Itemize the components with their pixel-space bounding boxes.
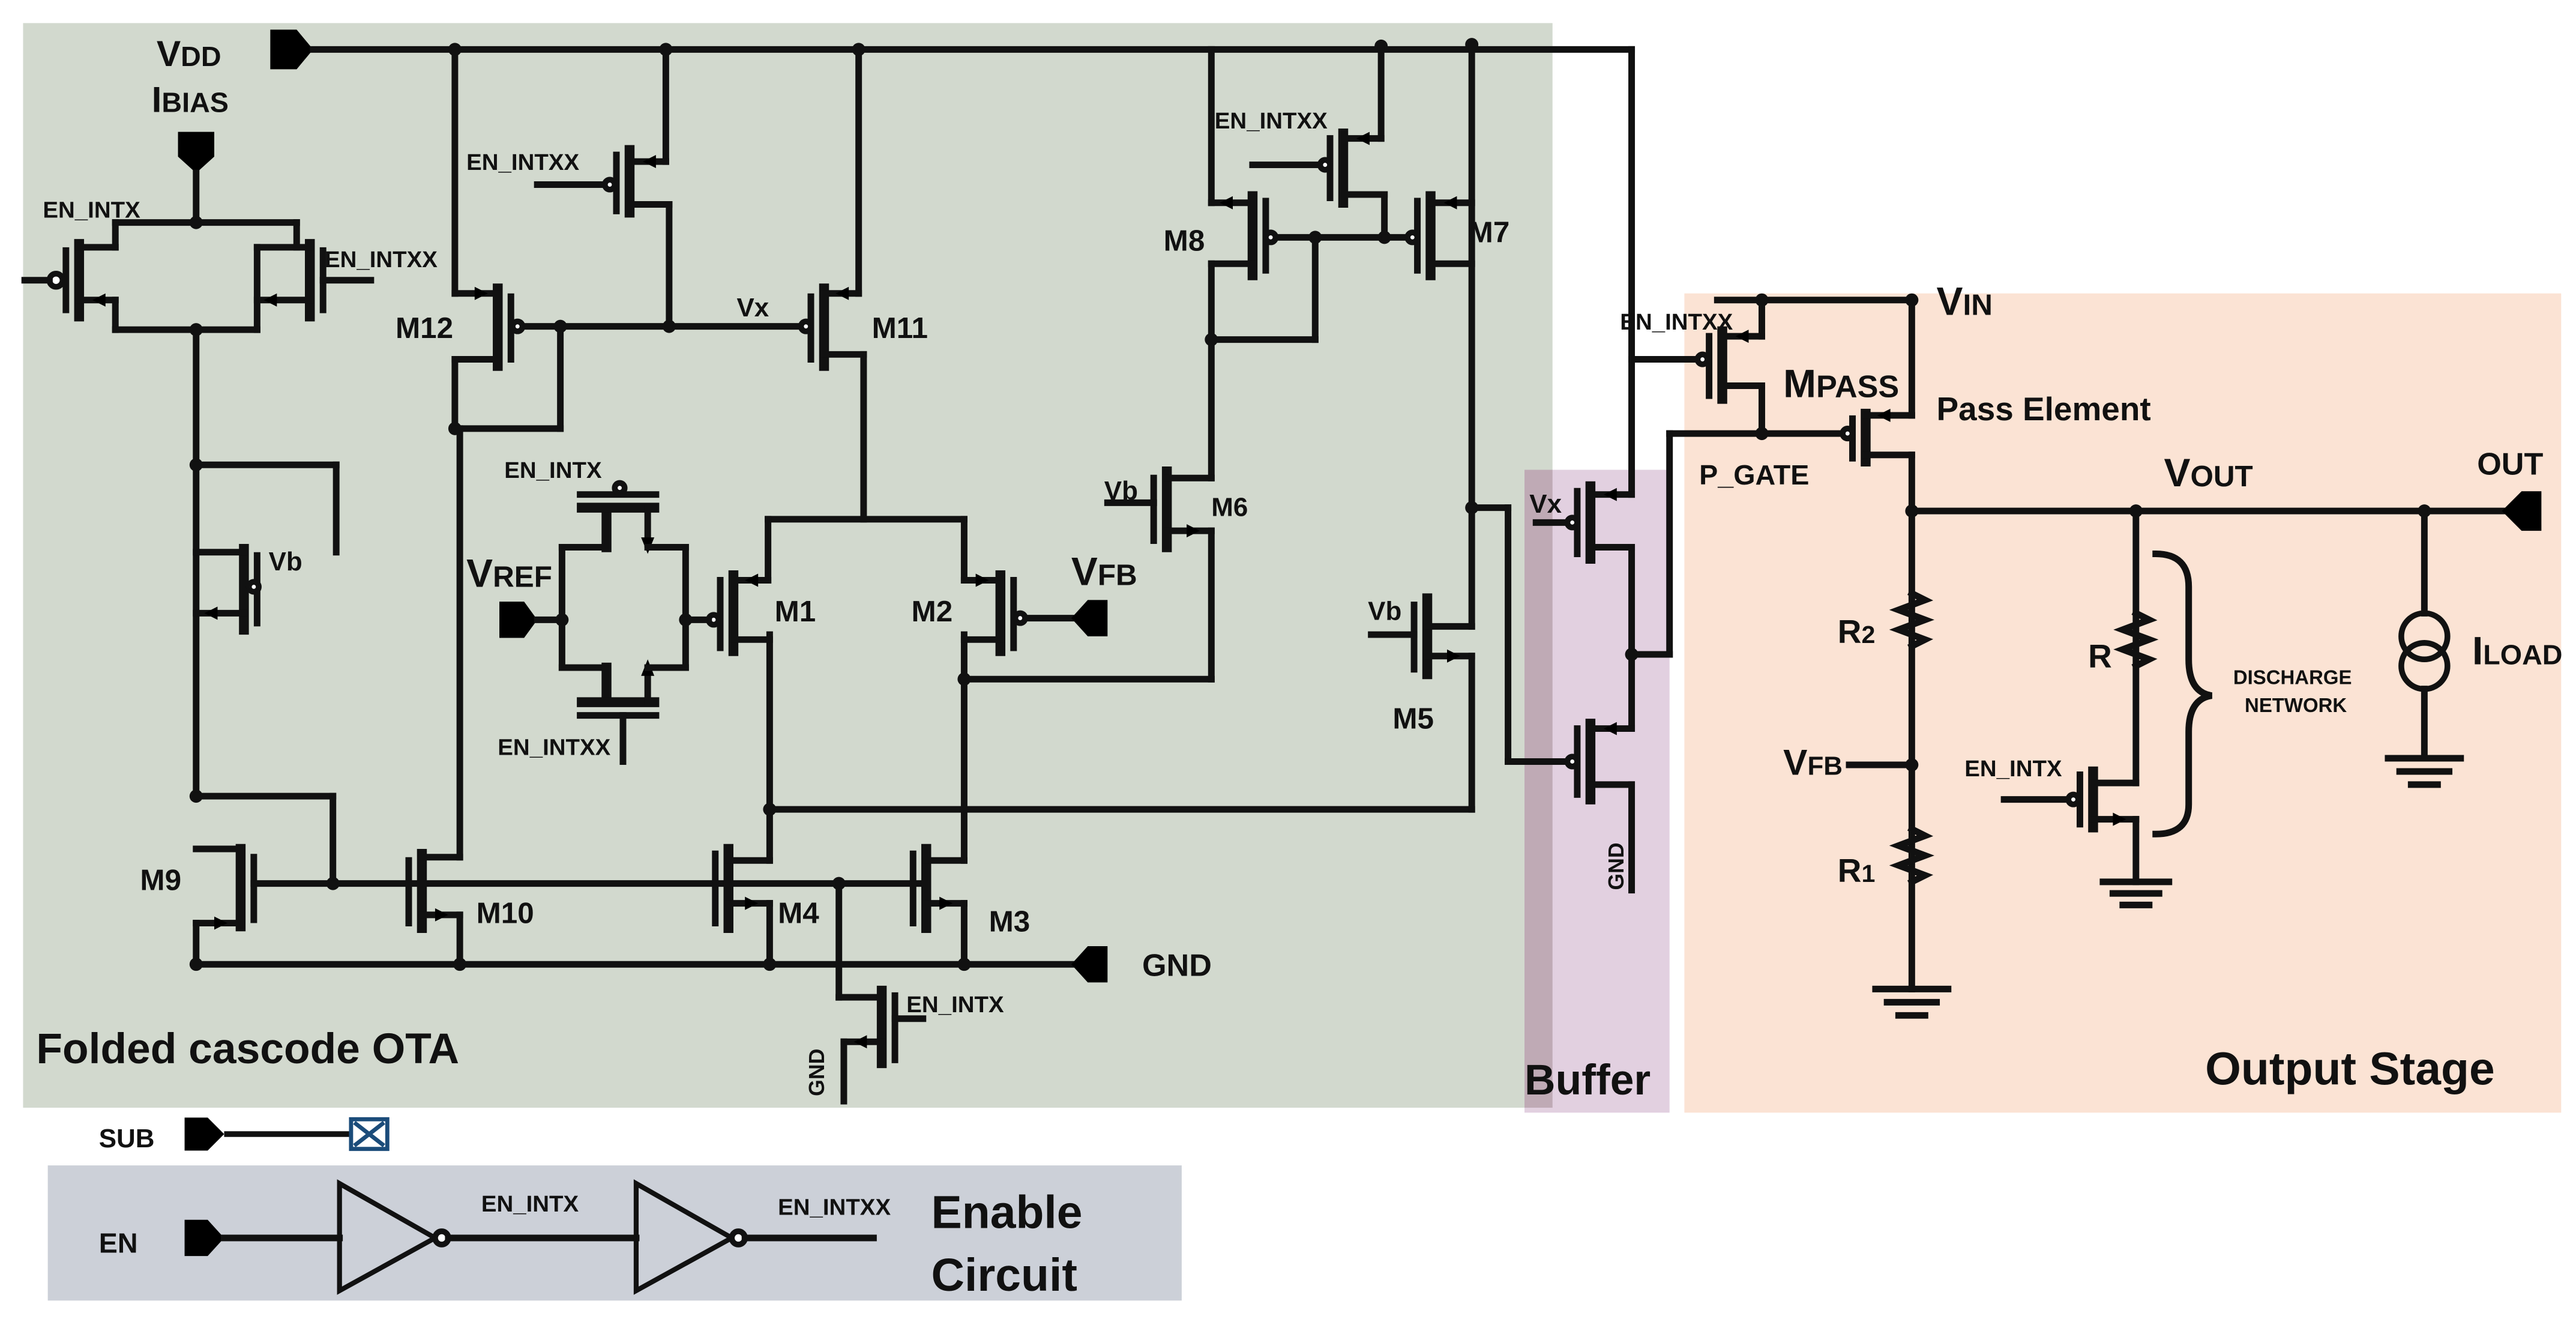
ota-region xyxy=(23,23,1553,1108)
en-label: EN xyxy=(99,1228,138,1259)
m1-label: M1 xyxy=(775,595,816,628)
sub-label: SUB xyxy=(99,1124,155,1153)
output-stage-title: Output Stage xyxy=(2205,1043,2495,1095)
ibias-label: IBIAS xyxy=(152,79,229,120)
m11-label: M11 xyxy=(872,312,928,345)
en-intx-label-bottom: EN_INTX xyxy=(906,992,1004,1018)
iload-source xyxy=(2385,507,2464,788)
r1 xyxy=(1889,824,1934,887)
ibias-port xyxy=(178,131,214,174)
discharge-label-1: DISCHARGE xyxy=(2233,666,2352,688)
en-intx-switch-bottom xyxy=(835,880,927,1105)
en-intxx-switch-top xyxy=(534,46,673,330)
vb-label-m6: Vb xyxy=(1104,476,1138,506)
en-intxx-label-bias: EN_INTXX xyxy=(325,247,438,273)
buffer-title: Buffer xyxy=(1524,1056,1651,1104)
en-intxx-label-enable: EN_INTXX xyxy=(778,1195,891,1221)
gnd-small-label-buffer: GND xyxy=(1604,842,1628,890)
m6-label: M6 xyxy=(1211,492,1248,522)
r1-label: R1 xyxy=(1838,852,1876,889)
vin-label: VIN xyxy=(1937,279,1993,323)
r2 xyxy=(1889,589,1934,651)
en-intxx-label-pgate: EN_INTXX xyxy=(1620,309,1733,335)
en-intxx-label-tg: EN_INTXX xyxy=(498,735,610,761)
m7-label: M7 xyxy=(1469,216,1510,249)
p-gate-label: P_GATE xyxy=(1699,459,1809,490)
vfb-label-ota: VFB xyxy=(1071,549,1137,594)
m9-label: M9 xyxy=(140,864,181,897)
m8-m7-group xyxy=(1205,41,1475,630)
sub-port xyxy=(184,1117,390,1151)
m5-label: M5 xyxy=(1392,702,1434,735)
vfb-port xyxy=(1071,600,1108,636)
vout-label: VOUT xyxy=(2164,450,2252,495)
discharge-resistor xyxy=(2113,609,2159,671)
vb-pmos-left xyxy=(193,544,262,635)
pass-element-label: Pass Element xyxy=(1937,390,2151,427)
vref-label: VREF xyxy=(466,551,552,595)
en-intxx-switch-m7 xyxy=(1249,43,1388,241)
m9 xyxy=(193,844,927,932)
vref-transmission-gate xyxy=(534,480,712,765)
iload-label: ILOAD xyxy=(2472,628,2563,672)
m10 xyxy=(405,425,463,968)
bias-switch-left xyxy=(21,219,300,333)
output-stage-region xyxy=(1684,293,2562,1113)
en-intxx-label-top: EN_INTXX xyxy=(466,149,579,175)
buffer-ota-overlap xyxy=(1524,469,1553,1108)
m4 xyxy=(712,631,773,968)
enable-region xyxy=(47,1165,1182,1301)
m5 xyxy=(1368,593,1475,813)
en-intx-label-tg: EN_INTX xyxy=(504,457,602,483)
vb-label-m5: Vb xyxy=(1368,596,1401,626)
ground-symbol-r1 xyxy=(1872,985,1952,1019)
vx-label-buffer: Vx xyxy=(1529,489,1562,519)
m11 xyxy=(798,46,867,523)
en-intxx-label-m7: EN_INTXX xyxy=(1215,108,1328,134)
gnd-rail xyxy=(189,920,1108,983)
discharge-label-2: NETWORK xyxy=(2245,694,2347,716)
vdd-label: VDD xyxy=(157,33,221,74)
en-intxx-switch-pgate xyxy=(1628,297,1765,437)
m2 xyxy=(960,570,1075,656)
enable-title-2: Circuit xyxy=(931,1249,1077,1301)
m6 xyxy=(1104,466,1215,683)
m3 xyxy=(909,631,968,968)
gnd-label: GND xyxy=(1142,948,1212,983)
vb-label-left: Vb xyxy=(269,547,302,576)
m2-label: M2 xyxy=(912,595,953,628)
en-intx-label-enable: EN_INTX xyxy=(481,1191,579,1217)
m12-label: M12 xyxy=(396,312,453,345)
enable-title-1: Enable xyxy=(931,1187,1082,1239)
ota-title: Folded cascode OTA xyxy=(36,1025,459,1073)
vfb-label-output: VFB xyxy=(1783,741,1843,782)
m3-label: M3 xyxy=(989,905,1031,938)
m4-label: M4 xyxy=(778,897,819,930)
discharge-nmos xyxy=(2000,766,2173,908)
r-label: R xyxy=(2088,638,2112,675)
out-label: OUT xyxy=(2477,447,2543,482)
r2-label: R2 xyxy=(1838,613,1876,650)
en-intx-label-bias: EN_INTX xyxy=(43,197,140,223)
discharge-brace xyxy=(2152,551,2213,838)
gnd-small-label-bottom: GND xyxy=(805,1049,829,1096)
mpass-label: MPASS xyxy=(1783,361,1899,406)
vx-label-ota: Vx xyxy=(736,293,769,322)
m1 xyxy=(705,570,773,656)
m10-label: M10 xyxy=(477,897,534,930)
mpass xyxy=(1840,297,1915,992)
bias-switch-right xyxy=(112,219,375,337)
vref-port xyxy=(499,602,538,638)
m12 xyxy=(451,283,810,432)
enable-circuit xyxy=(184,1179,877,1295)
buffer-pmos xyxy=(1532,481,1636,732)
en-intx-label-discharge: EN_INTX xyxy=(1964,756,2062,782)
m8-label: M8 xyxy=(1164,224,1205,257)
buffer-nmos xyxy=(1564,719,1636,894)
